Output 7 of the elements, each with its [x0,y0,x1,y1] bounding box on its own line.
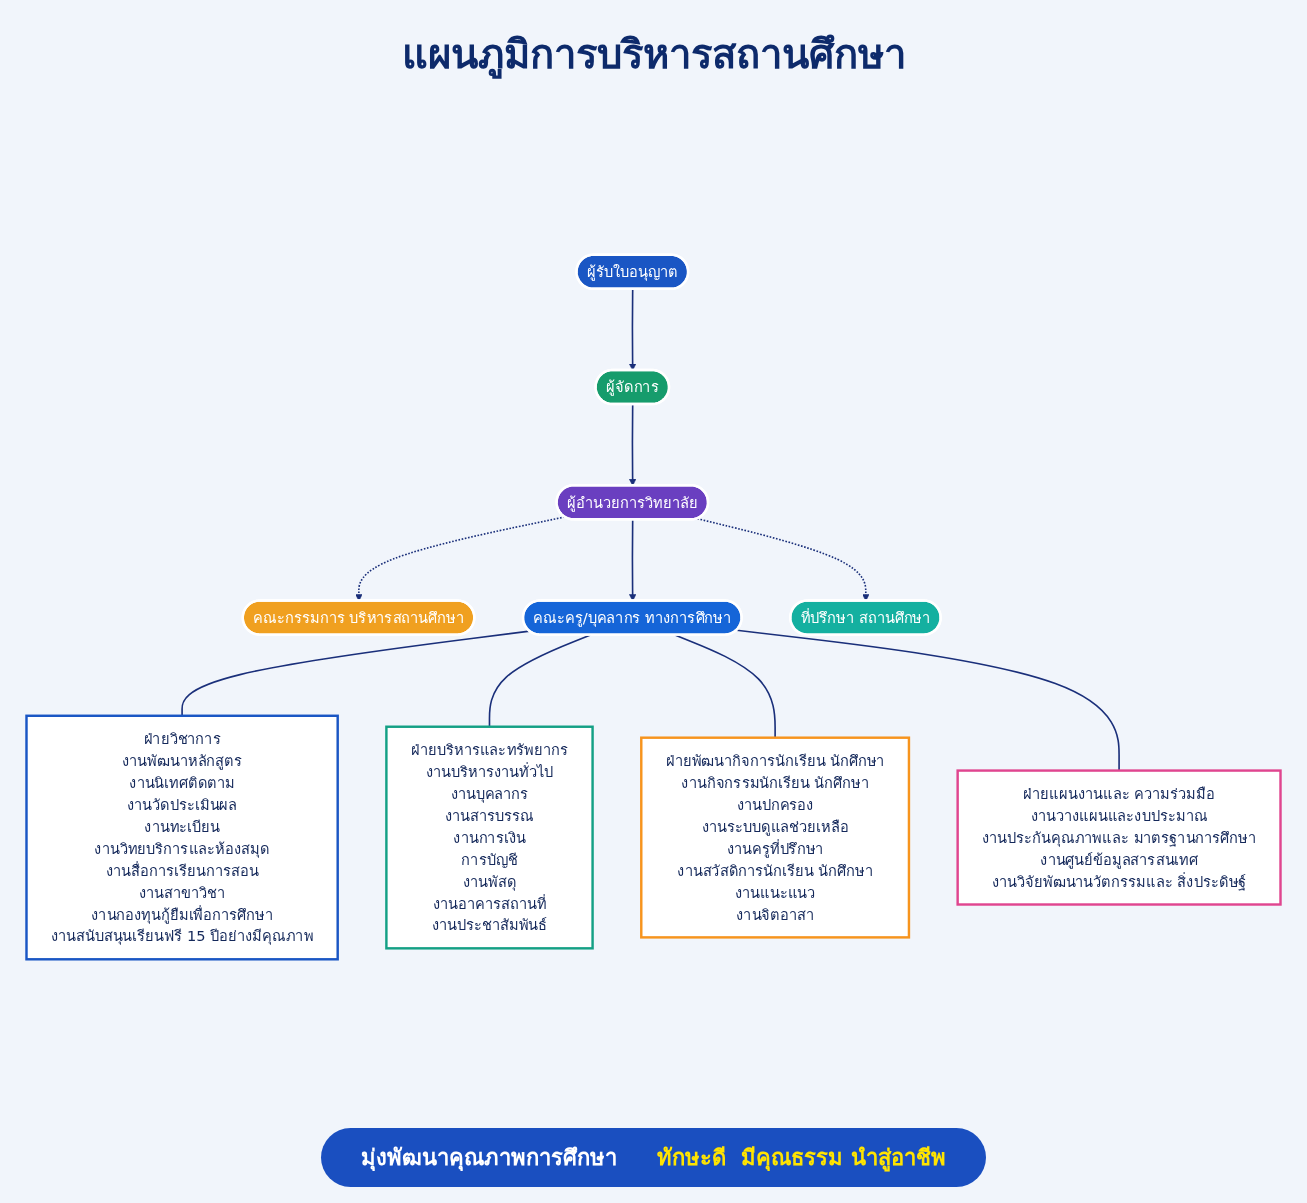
node-box: ฝ่ายพัฒนากิจการนักเรียน นักศึกษา งานกิจกรรมนักเรียน นักศึกษา งานปกครอง งานระบบดูแลช่วยเหลือ งานครูที่ปรึกษา งานสวัสดิการนักเรียน นักศึกษา งานแนะแนว งานจิตอาสา [640,736,911,939]
node-box: ฝ่ายวิชาการ งานพัฒนาหลักสูตร งานนิเทศติดตาม งานวัดประเมินผล งานทะเบียน งานวิทยบริการและห้องสมุด งานสื่อการเรียนการสอน งานสาขาวิชา งานกองทุนกู้ยืมเพื่อการศึกษา งานสนับสนุนเรียนฟรี 15 ปีอย่างมีคุณภาพ [25,714,339,961]
node-box: ฝ่ายแผนงานและ ความร่วมมือ งานวางแผนและงบประมาณ งานประกันคุณภาพและ มาตรฐานการศึกษา งานศูนย์ข้อมูลสารสนเทศ งานวิจัยพัฒนานวัตกรรมและ สิ่งประดิษฐ์ [956,769,1282,906]
motto-text: ทักษะดี มีคุณธรรม นำสู่อาชีพ [657,1144,946,1174]
title: แผนภูมิการบริหารสถานศึกษา [401,30,906,81]
node-box: ฝ่ายบริหารและทรัพยากร งานบริหารงานทั่วไป งานบุคลากร งานสารบรรณ งานการเงิน การบัญชี งานพัสดุ งานอาคารสถานที่ งานประชาสัมพันธ์ [385,725,594,950]
slogan-text: มุ่งพัฒนาคุณภาพการศึกษา [361,1144,617,1173]
